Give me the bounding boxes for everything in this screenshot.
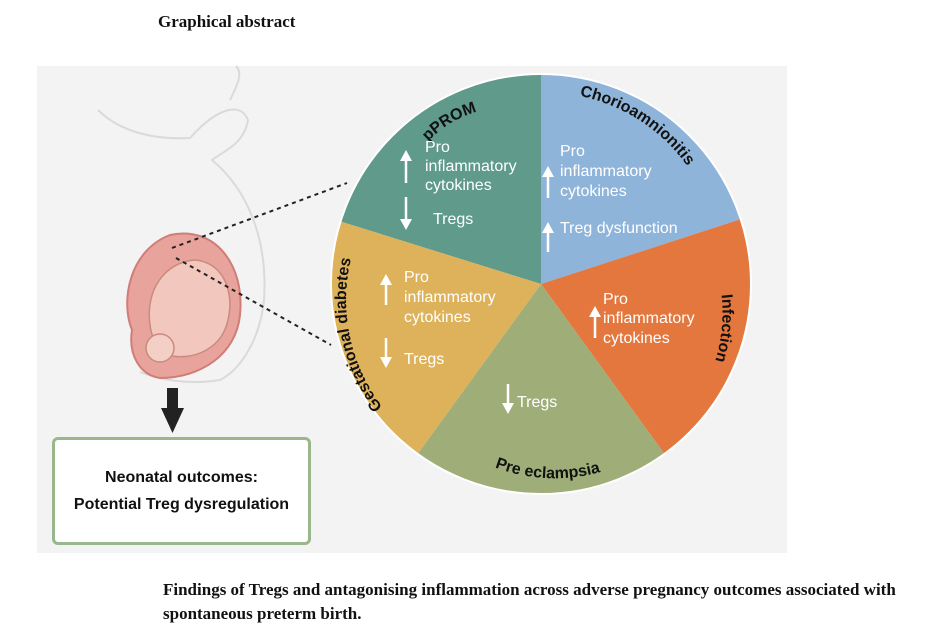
chorio-finding-1-line-3: cytokines — [560, 183, 627, 200]
outcome-detail: Potential Treg dysregulation — [73, 496, 290, 513]
up-arrow-icon — [380, 274, 392, 305]
pprom-findings: Pro inflammatory cytokines Tregs — [400, 139, 517, 230]
chorio-finding-2-line-1: Treg dysfunction — [560, 220, 678, 237]
graphical-abstract-heading: Graphical abstract — [158, 12, 296, 31]
chorio-finding-1-line-1: Pro — [560, 143, 585, 160]
down-arrow-icon — [502, 384, 514, 414]
segment-preeclampsia — [417, 284, 665, 494]
down-arrow-icon — [400, 197, 412, 230]
chorio-finding-1-line-2: inflammatory — [560, 163, 652, 180]
pregnant-body-illustration — [97, 65, 266, 383]
up-arrow-icon — [589, 306, 601, 338]
preeclampsia-findings: Tregs — [502, 384, 557, 414]
outcome-wheel — [330, 73, 752, 495]
infection-finding-1-line-2: inflammatory — [603, 310, 695, 327]
segment-pprom — [340, 74, 541, 284]
preeclampsia-finding-1-line-1: Tregs — [517, 394, 557, 411]
down-arrow-icon — [161, 388, 184, 433]
infection-finding-1-line-1: Pro — [603, 291, 628, 308]
pprom-finding-1-line-2: inflammatory — [425, 158, 517, 175]
infection-findings: Pro inflammatory cytokines — [589, 291, 695, 347]
figure-caption: Findings of Tregs and antagonising infla… — [163, 580, 896, 623]
connector-line-bottom — [175, 257, 332, 346]
gdm-finding-1-line-2: inflammatory — [404, 289, 496, 306]
pprom-finding-2-line-1: Tregs — [433, 211, 473, 228]
outcome-title: Neonatal outcomes: — [105, 469, 258, 486]
infection-finding-1-line-3: cytokines — [603, 330, 670, 347]
up-arrow-icon — [542, 166, 554, 198]
fetus-head — [145, 333, 175, 363]
pprom-finding-1-line-3: cytokines — [425, 177, 492, 194]
gdm-finding-2-line-1: Tregs — [404, 351, 444, 368]
gdm-finding-1-line-3: cytokines — [404, 309, 471, 326]
connector-line-top — [171, 182, 348, 249]
chorioamnionitis-findings: Pro inflammatory cytokines Treg dysfunct… — [542, 143, 678, 252]
up-arrow-icon — [542, 222, 554, 252]
segment-chorioamnionitis — [541, 74, 741, 284]
gdm-findings: Pro inflammatory cytokines Tregs — [380, 269, 496, 368]
neonatal-outcome-box: Neonatal outcomes: Potential Treg dysreg… — [52, 437, 311, 545]
segment-infection — [541, 219, 751, 454]
gdm-finding-1-line-1: Pro — [404, 269, 429, 286]
up-arrow-icon — [400, 150, 412, 183]
down-arrow-icon — [380, 338, 392, 368]
pprom-finding-1-line-1: Pro — [425, 139, 450, 156]
